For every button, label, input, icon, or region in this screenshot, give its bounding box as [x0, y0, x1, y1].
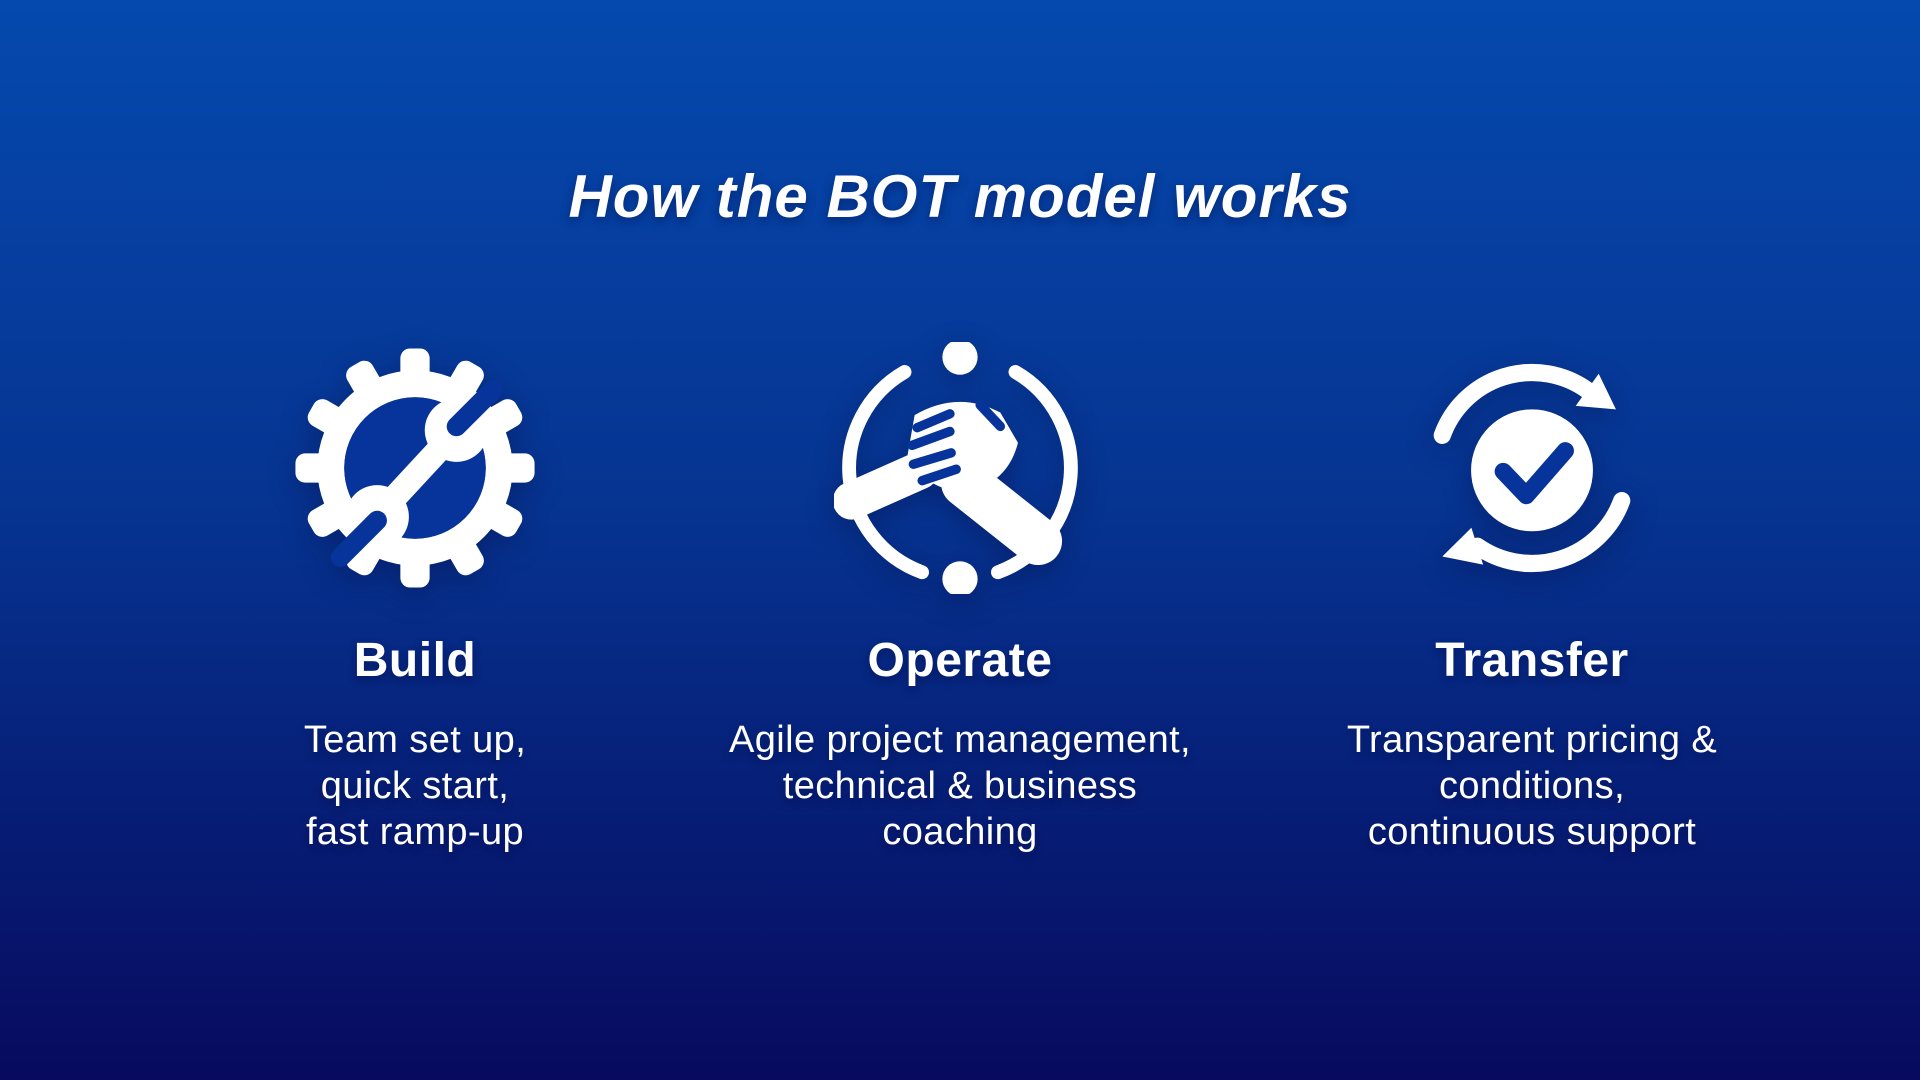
handshake-icon: [834, 341, 1078, 594]
gear-wrench-icon: [295, 347, 535, 588]
transfer-description: Transparent pricing & conditions, contin…: [1346, 719, 1718, 853]
column-operate: Operate Agile project management, techni…: [670, 340, 1250, 855]
build-heading: Build: [353, 634, 477, 687]
build-description: Team set up, quick start, fast ramp-up: [303, 719, 527, 853]
transfer-heading: Transfer: [1435, 634, 1629, 687]
column-transfer: Transfer Transparent pricing & condition…: [1250, 340, 1814, 855]
transfer-icon-box: [1417, 340, 1647, 595]
operate-icon-box: [834, 340, 1086, 595]
column-build: Build Team set up, quick start, fast ram…: [160, 340, 670, 855]
operate-heading: Operate: [867, 634, 1053, 687]
operate-description: Agile project management, technical & bu…: [728, 719, 1192, 853]
page-title: How the BOT model works: [568, 163, 1352, 231]
cycle-check-icon: [1433, 363, 1631, 572]
build-icon-box: [293, 340, 537, 595]
columns-row: Build Team set up, quick start, fast ram…: [160, 340, 1814, 855]
